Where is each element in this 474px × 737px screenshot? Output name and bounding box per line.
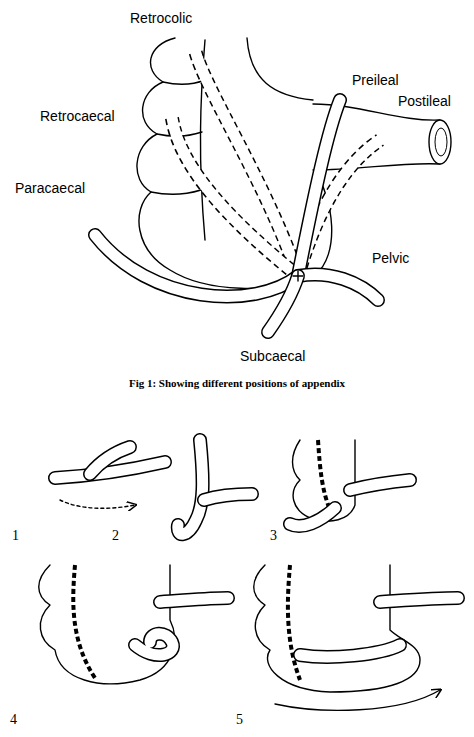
stage-number: 4 <box>10 712 17 728</box>
stage-4-sketch <box>39 565 228 684</box>
position-label: Preileal <box>352 72 399 88</box>
stage-number: 1 <box>12 528 19 544</box>
stage-5-sketch <box>254 565 458 710</box>
position-label: Pelvic <box>372 250 409 266</box>
stage-number: 5 <box>236 712 243 728</box>
stage-3-sketch <box>290 440 410 526</box>
position-label: Subcaecal <box>240 348 305 364</box>
stage-1-sketch <box>55 447 165 508</box>
stage-2-sketch <box>178 440 252 534</box>
position-label: Retrocaecal <box>40 108 115 124</box>
position-label: Paracaecal <box>15 180 85 196</box>
figure-caption: Fig 1: Showing different positions of ap… <box>0 377 474 390</box>
position-label: Postileal <box>398 93 451 109</box>
position-label: Retrocolic <box>130 10 192 26</box>
caecum-figure <box>95 38 451 332</box>
stage-number: 3 <box>270 528 277 544</box>
stage-number: 2 <box>112 528 119 544</box>
